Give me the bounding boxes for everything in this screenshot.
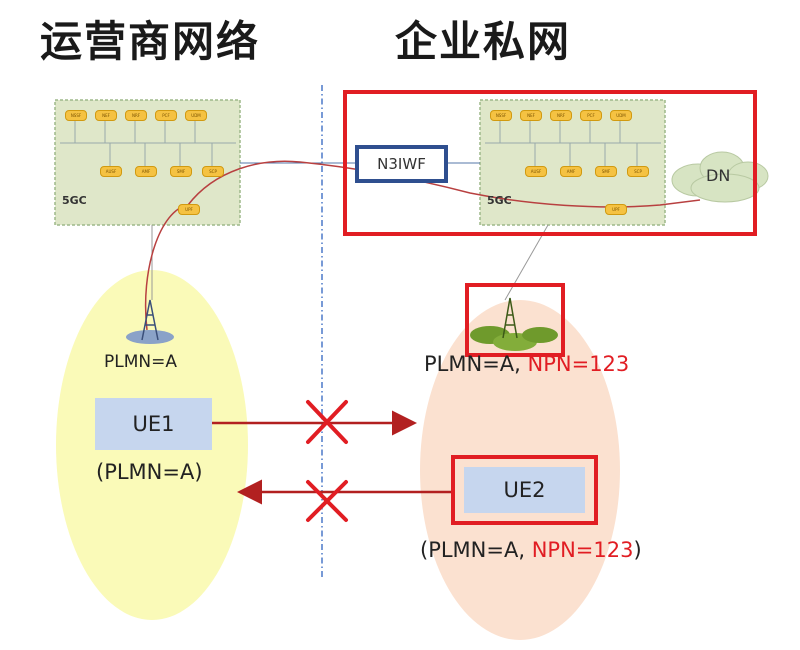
core-module: AUSF bbox=[525, 166, 547, 177]
enterprise-core-bus bbox=[485, 118, 661, 170]
blocked-x-icon bbox=[306, 480, 348, 522]
enterprise-gnb-label: PLMN=A, NPN=123 bbox=[424, 352, 629, 376]
enterprise-private-network-title: 企业私网 bbox=[395, 17, 572, 66]
core-module: NSSF bbox=[490, 110, 512, 121]
ue1-box: UE1 bbox=[95, 398, 212, 450]
enterprise-gnb-plmn-text: PLMN=A, bbox=[424, 352, 528, 376]
core-module: AMF bbox=[135, 166, 157, 177]
core-module-upf: UPF bbox=[178, 204, 200, 215]
operator-gnb-plmn-label: PLMN=A bbox=[104, 352, 177, 372]
operator-core-label: 5GC bbox=[62, 194, 87, 207]
core-module: NSSF bbox=[65, 110, 87, 121]
core-module: NRF bbox=[550, 110, 572, 121]
core-module: SCP bbox=[202, 166, 224, 177]
enterprise-gnb-npn-text: NPN=123 bbox=[527, 352, 630, 376]
operator-core-bus bbox=[60, 118, 236, 170]
operator-network-title: 运营商网络 bbox=[40, 17, 261, 66]
core-module: NEF bbox=[520, 110, 542, 121]
pdu-session-path bbox=[144, 160, 701, 331]
ue2-highlight bbox=[451, 455, 598, 525]
ue2-box: UE2 bbox=[464, 467, 585, 513]
enterprise-core-highlight bbox=[343, 90, 757, 236]
blocked-x-icon bbox=[306, 400, 348, 444]
dn-cloud-icon bbox=[671, 151, 769, 203]
core-module: PCF bbox=[580, 110, 602, 121]
core-module: SMF bbox=[170, 166, 192, 177]
core-module: AUSF bbox=[100, 166, 122, 177]
operator-gnb-tower-icon bbox=[126, 299, 174, 344]
enterprise-core-to-gnb-link bbox=[504, 224, 549, 301]
enterprise-gnb-tower-icon bbox=[470, 297, 558, 351]
dn-label: DN bbox=[706, 166, 731, 185]
core-module: NEF bbox=[95, 110, 117, 121]
ue2-plmn-text: (PLMN=A, bbox=[420, 538, 532, 562]
core-module-upf: UPF bbox=[605, 204, 627, 215]
core-module: NRF bbox=[125, 110, 147, 121]
enterprise-gnb-highlight bbox=[465, 283, 565, 357]
enterprise-core-label: 5GC bbox=[487, 194, 512, 207]
core-module: SCP bbox=[627, 166, 649, 177]
core-module: UDM bbox=[185, 110, 207, 121]
core-module: AMF bbox=[560, 166, 582, 177]
ue2-plmn-npn-label: (PLMN=A, NPN=123) bbox=[420, 538, 642, 562]
ue1-plmn-label: (PLMN=A) bbox=[96, 460, 203, 484]
n3iwf-box: N3IWF bbox=[355, 145, 448, 183]
core-module: UDM bbox=[610, 110, 632, 121]
core-module: SMF bbox=[595, 166, 617, 177]
ue2-suffix-text: ) bbox=[633, 538, 642, 562]
core-module: PCF bbox=[155, 110, 177, 121]
ue2-npn-text: NPN=123 bbox=[531, 538, 634, 562]
